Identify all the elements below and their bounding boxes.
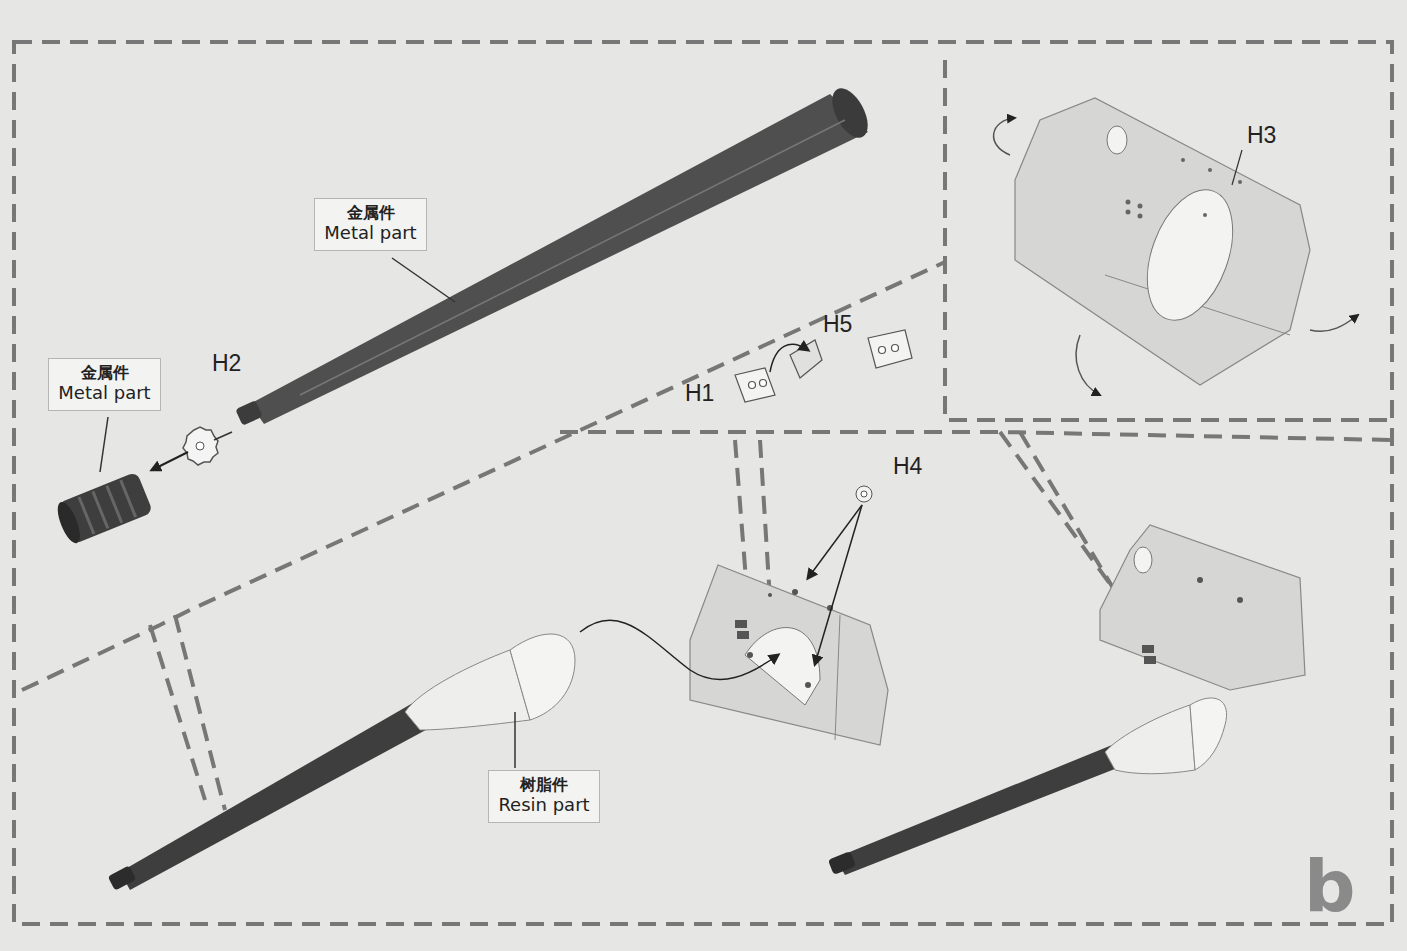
illustration-shape: [792, 589, 798, 595]
illustration-shape: [1208, 168, 1212, 172]
illustration-shape: [580, 505, 862, 679]
illustration-shape: [100, 417, 108, 472]
callout-number: H1: [685, 382, 714, 405]
illustration-shape: [1105, 705, 1195, 774]
part-label-chinese: 树脂件: [497, 775, 591, 794]
illustration-shape: [250, 94, 868, 424]
illustration-shape: [175, 615, 225, 810]
illustration-shape: [760, 380, 767, 387]
illustration-shape: [768, 593, 772, 597]
illustration-shape: [1181, 158, 1185, 162]
illustration-shape: [14, 42, 1392, 924]
part-label-english: Metal part: [323, 222, 418, 244]
illustration-shape: [1238, 180, 1242, 184]
illustration-shape: [392, 258, 455, 302]
illustration-shape: [879, 347, 886, 354]
illustration-shape: [150, 625, 205, 800]
illustration-shape: [1232, 150, 1242, 185]
illustration-shape: [107, 486, 122, 523]
illustration-shape: [1100, 525, 1305, 690]
illustration-shape: [1310, 315, 1358, 331]
illustration-shape: [1015, 98, 1310, 385]
illustration-shape: [1237, 597, 1243, 603]
part-label-box: 金属件Metal part: [314, 198, 427, 251]
illustration-shape: [405, 650, 530, 730]
illustration-shape: [1142, 577, 1243, 664]
part-label-chinese: 金属件: [57, 363, 152, 382]
illustration-shape: [994, 118, 1358, 395]
illustration-shape: [121, 480, 136, 517]
callout-number: H4: [893, 455, 922, 478]
illustration-shape: [868, 330, 912, 368]
illustration-shape: [1203, 213, 1207, 217]
illustration-shape: [945, 60, 1392, 420]
illustration-shape: [580, 620, 778, 679]
part-label-english: Resin part: [497, 794, 591, 816]
illustration-shape: [745, 628, 820, 705]
illustration-shape: [815, 505, 862, 664]
illustration-shape: [994, 118, 1015, 155]
part-label-english: Metal part: [57, 382, 152, 404]
callout-number: H5: [823, 313, 852, 336]
illustration-shape: [152, 452, 188, 470]
illustration-shape: [735, 589, 833, 688]
illustration-shape: [735, 368, 775, 402]
illustration-shape: [861, 491, 867, 497]
illustration-shape: [856, 486, 872, 502]
illustration-shape: [1131, 178, 1249, 332]
illustration-shape: [808, 505, 862, 578]
illustration-shape: [196, 442, 204, 450]
illustration-shape: [1076, 335, 1100, 395]
part-label-box: 树脂件Resin part: [488, 770, 600, 823]
callout-number: H2: [212, 352, 241, 375]
illustration-shape: [214, 432, 232, 440]
illustration-shape: [1142, 645, 1154, 653]
illustration-shape: [183, 427, 218, 465]
illustration-shape: [892, 345, 899, 352]
illustration-shape: [1126, 158, 1243, 219]
illustration-shape: [1126, 200, 1131, 205]
illustration-shape: [835, 745, 1125, 875]
illustration-shape: [14, 42, 1392, 924]
part-label-box: 金属件Metal part: [48, 358, 161, 411]
illustration-shape: [825, 83, 875, 144]
callout-number: H3: [1247, 124, 1276, 147]
illustration-shape: [514, 712, 516, 768]
illustration-shape: [1138, 204, 1143, 209]
illustration-shape: [93, 491, 108, 528]
illustration-shape: [53, 471, 153, 546]
step-letter: b: [1304, 850, 1356, 922]
illustration-shape: [790, 340, 822, 378]
illustration-shape: [1197, 577, 1203, 583]
illustration-shape: [1190, 698, 1227, 770]
illustration-shape: [747, 652, 753, 658]
illustration-shape: [770, 344, 808, 372]
illustration-shape: [1138, 214, 1143, 219]
illustration-shape: [735, 330, 912, 402]
illustration-shape: [1126, 210, 1131, 215]
illustration-shape: [79, 497, 94, 534]
illustration-shape: [560, 432, 1392, 440]
illustration-shape: [735, 620, 747, 628]
illustration-shape: [235, 400, 263, 426]
illustration-shape: [120, 700, 435, 890]
illustration-shape: [53, 499, 84, 546]
illustration-shape: [510, 634, 575, 720]
illustration-shape: [300, 120, 845, 395]
illustration-shape: [828, 851, 856, 875]
part-label-chinese: 金属件: [323, 203, 418, 222]
illustration-shape: [1134, 547, 1152, 573]
illustration-shape: [108, 865, 137, 890]
illustration-shape: [690, 565, 888, 745]
illustration-shape: [1144, 656, 1156, 664]
illustration-shape: [749, 382, 756, 389]
illustration-shape: [1107, 126, 1127, 154]
illustration-shape: [737, 631, 749, 639]
illustration-shape: [760, 440, 770, 600]
illustration-shape: [805, 682, 811, 688]
illustration-shape: [835, 615, 840, 740]
